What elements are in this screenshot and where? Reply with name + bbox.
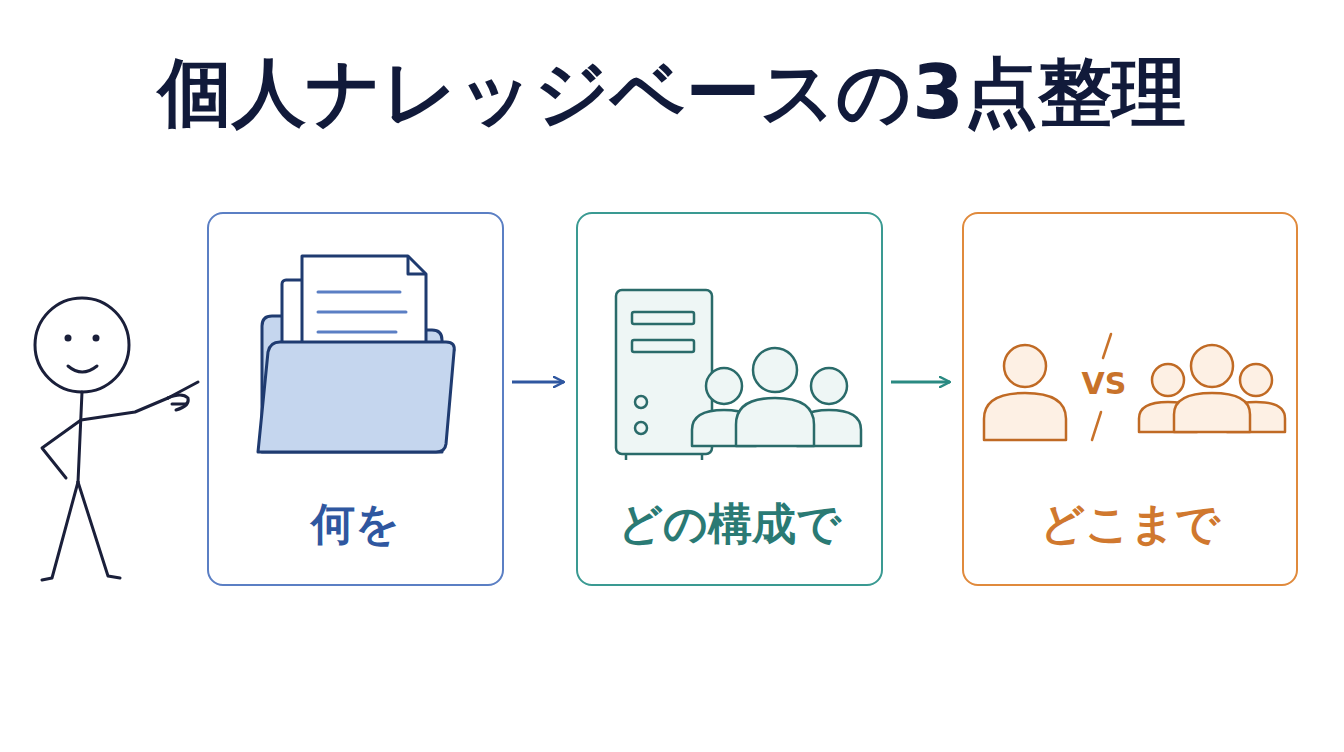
person-body: [1174, 393, 1250, 432]
diagram-title: 個人ナレッジベースの3点整理: [0, 48, 1344, 137]
person-body: [984, 393, 1066, 440]
person-figure: [984, 345, 1066, 440]
person-head: [1240, 364, 1272, 396]
person-head: [753, 348, 797, 392]
vs-label: VS: [1082, 369, 1127, 399]
people-group-icon: [1139, 345, 1285, 432]
people-group-icon: [692, 348, 861, 446]
person-head: [811, 368, 847, 404]
box-label: どこまで: [964, 498, 1296, 551]
person-head: [1004, 345, 1046, 387]
folder-icon: [258, 256, 454, 452]
person-figure: [736, 348, 814, 446]
concept-box: どこまで: [962, 212, 1298, 586]
person-body: [736, 398, 814, 446]
person-head: [1191, 345, 1233, 387]
person-head: [1152, 364, 1184, 396]
person-figure: [1174, 345, 1250, 432]
concept-box: どの構成で: [576, 212, 883, 586]
box-label: 何を: [209, 498, 502, 551]
box-label: どの構成で: [578, 498, 881, 551]
single-person-icon: [984, 345, 1066, 440]
flow-arrow: [891, 381, 950, 384]
flow-arrow: [512, 381, 564, 384]
person-head: [706, 368, 742, 404]
concept-box: 何を: [207, 212, 504, 586]
stick-figure: [35, 298, 198, 580]
